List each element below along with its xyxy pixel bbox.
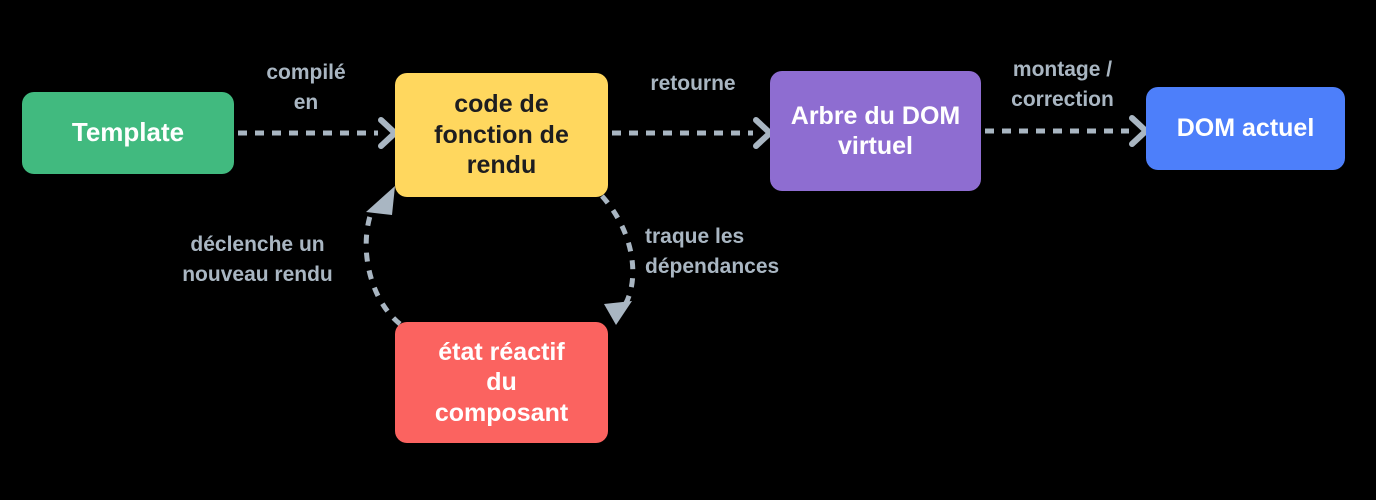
edge-track-arrowhead bbox=[604, 301, 632, 325]
node-virtual-dom-tree[interactable]: Arbre du DOM virtuel bbox=[770, 71, 981, 191]
edge-mount bbox=[985, 115, 1149, 147]
edge-label-mount: montage / correction bbox=[1011, 58, 1114, 111]
edge-label-returns: retourne bbox=[650, 72, 736, 95]
node-template[interactable]: Template bbox=[22, 92, 234, 174]
edge-label-retrigger-render: déclenche un nouveau rendu bbox=[182, 233, 333, 286]
edge-returns-arrowhead bbox=[753, 117, 773, 149]
node-actual-dom[interactable]: DOM actuel bbox=[1146, 87, 1345, 170]
edge-track bbox=[600, 194, 636, 325]
edge-track-line bbox=[600, 194, 636, 307]
edge-mount-arrowhead bbox=[1129, 115, 1149, 147]
edge-label-track-dependencies: traque les dépendances bbox=[645, 225, 780, 278]
edge-retrigger bbox=[363, 186, 402, 326]
edge-label-compile: compilé en bbox=[266, 61, 346, 114]
edge-retrigger-line bbox=[363, 209, 402, 326]
edge-compile-arrowhead bbox=[378, 117, 398, 149]
edge-retrigger-arrowhead bbox=[366, 186, 395, 215]
node-reactive-state[interactable]: état réactif du composant bbox=[395, 322, 608, 443]
node-render-function[interactable]: code de fonction de rendu bbox=[395, 73, 608, 197]
edge-compile bbox=[238, 117, 398, 149]
edge-returns bbox=[612, 117, 773, 149]
